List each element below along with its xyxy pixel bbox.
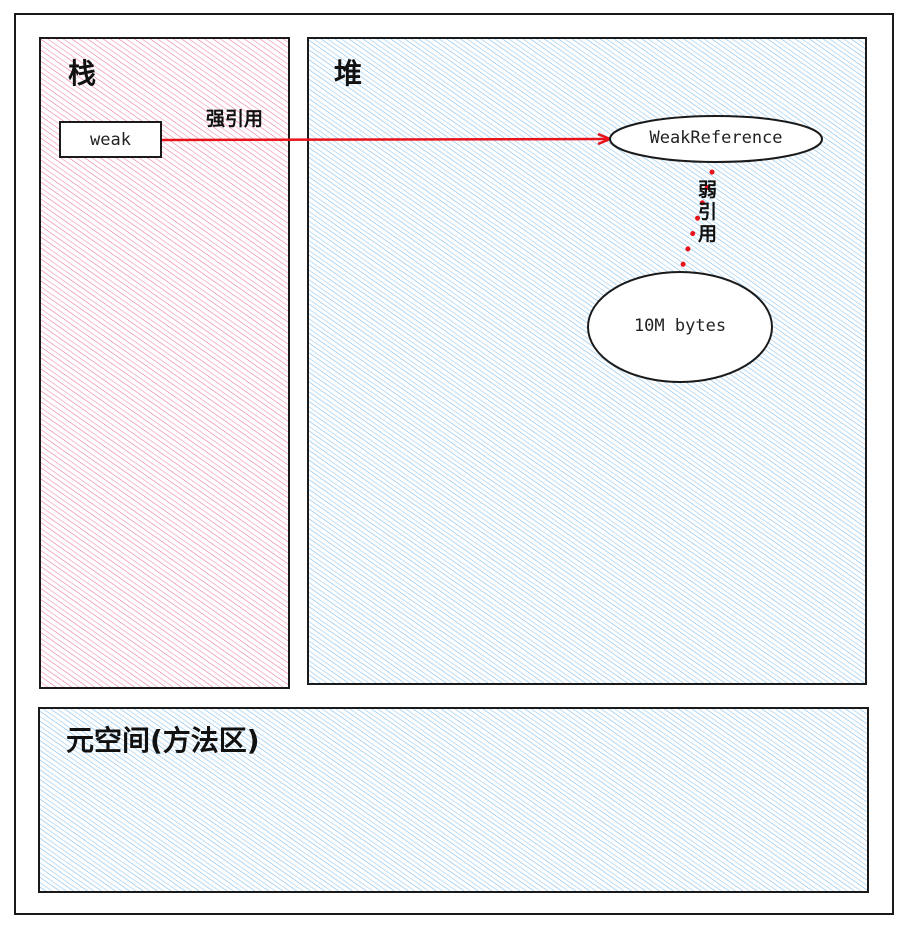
- stack-region-title: 栈: [68, 57, 97, 90]
- weak-reference-label: WeakReference: [649, 128, 783, 148]
- metaspace-region: [38, 707, 869, 893]
- weak-variable-label: weak: [90, 130, 131, 150]
- weak-reference-edge-char-3: 用: [698, 222, 718, 245]
- weak-reference-edge-char-1: 弱: [698, 179, 718, 201]
- weak-reference-edge-char-2: 引: [698, 200, 718, 223]
- strong-reference-label: 强引用: [206, 108, 264, 130]
- bytes-object-node: [587, 271, 773, 383]
- weak-reference-node: [609, 115, 823, 163]
- weak-reference-connector: [678, 169, 715, 274]
- strong-reference-arrow: [161, 139, 609, 140]
- weak-reference-edge-label: 弱 引 用: [698, 179, 718, 246]
- heap-region-title: 堆: [334, 57, 363, 90]
- metaspace-region-title: 元空间(方法区): [66, 724, 260, 757]
- weak-variable-box: [59, 121, 162, 158]
- bytes-object-label: 10M bytes: [633, 316, 727, 336]
